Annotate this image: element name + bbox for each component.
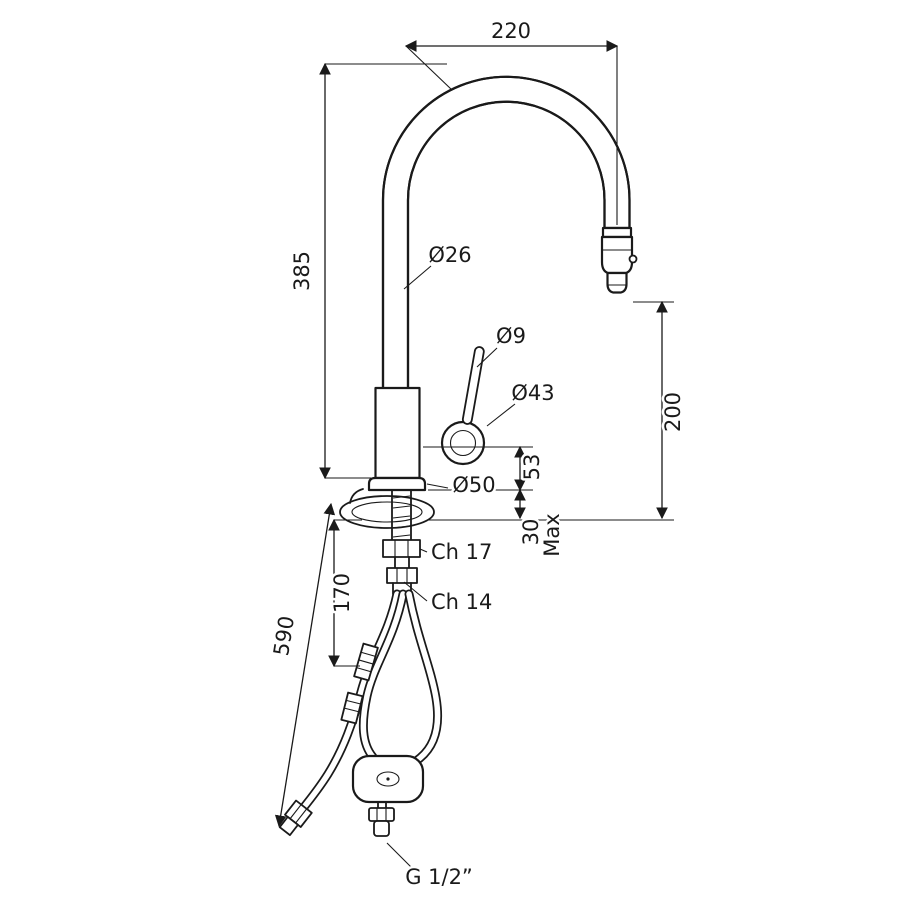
handle-cartridge xyxy=(440,420,486,466)
dim-label-g12: G 1/2” xyxy=(405,865,473,889)
label-cartridge-diameter: Ø43 xyxy=(486,379,557,427)
label-lever-diameter: Ø9 xyxy=(476,322,528,368)
dim-label-ch14: Ch 14 xyxy=(431,590,492,614)
weight-logo xyxy=(376,771,400,787)
label-nut-ch17: Ch 17 xyxy=(419,538,495,567)
dimension-shank-length: 170 xyxy=(328,518,362,668)
dim-label-30: 30 xyxy=(519,519,543,546)
faucet-spout xyxy=(381,75,631,391)
dim-label-220: 220 xyxy=(491,19,531,43)
mounting-ring xyxy=(339,488,435,529)
handle-lever xyxy=(461,346,485,425)
dimension-deck-thickness: 30 Max xyxy=(514,488,567,559)
spray-head xyxy=(600,226,638,294)
outlet-connector-g12 xyxy=(368,801,395,837)
dim-label-d9: Ø9 xyxy=(496,324,526,348)
dim-label-ch17: Ch 17 xyxy=(431,540,492,564)
dim-label-d50: Ø50 xyxy=(452,473,495,497)
label-base-diameter: Ø50 xyxy=(426,471,498,500)
threaded-shank xyxy=(391,489,412,541)
dim-label-590: 590 xyxy=(269,614,299,657)
dim-label-d43: Ø43 xyxy=(511,381,554,405)
label-nut-ch14: Ch 14 xyxy=(403,581,495,617)
dim-label-385: 385 xyxy=(290,251,314,291)
dim-label-200: 200 xyxy=(661,392,685,432)
label-spout-diameter: Ø26 xyxy=(403,241,474,290)
faucet-body xyxy=(367,386,427,492)
braided-sleeve-upper xyxy=(353,642,379,682)
dim-label-53: 53 xyxy=(520,454,544,481)
hose-weight xyxy=(351,754,425,804)
aerator-tip xyxy=(606,271,628,294)
dimension-body-height: 53 xyxy=(423,445,547,492)
dim-label-max: Max xyxy=(540,513,564,556)
dimension-spout-reach: 220 xyxy=(404,17,619,225)
label-thread-g12: G 1/2” xyxy=(386,842,475,892)
dim-label-170: 170 xyxy=(330,573,354,613)
dim-label-d26: Ø26 xyxy=(428,243,471,267)
dimension-outlet-clearance: 200 xyxy=(427,300,688,521)
mounting-nut-ch17 xyxy=(382,539,421,558)
braided-sleeve-lower xyxy=(340,691,364,725)
spray-button xyxy=(628,254,638,264)
base-flange xyxy=(367,476,427,492)
dimension-spout-height: 385 xyxy=(288,62,447,480)
